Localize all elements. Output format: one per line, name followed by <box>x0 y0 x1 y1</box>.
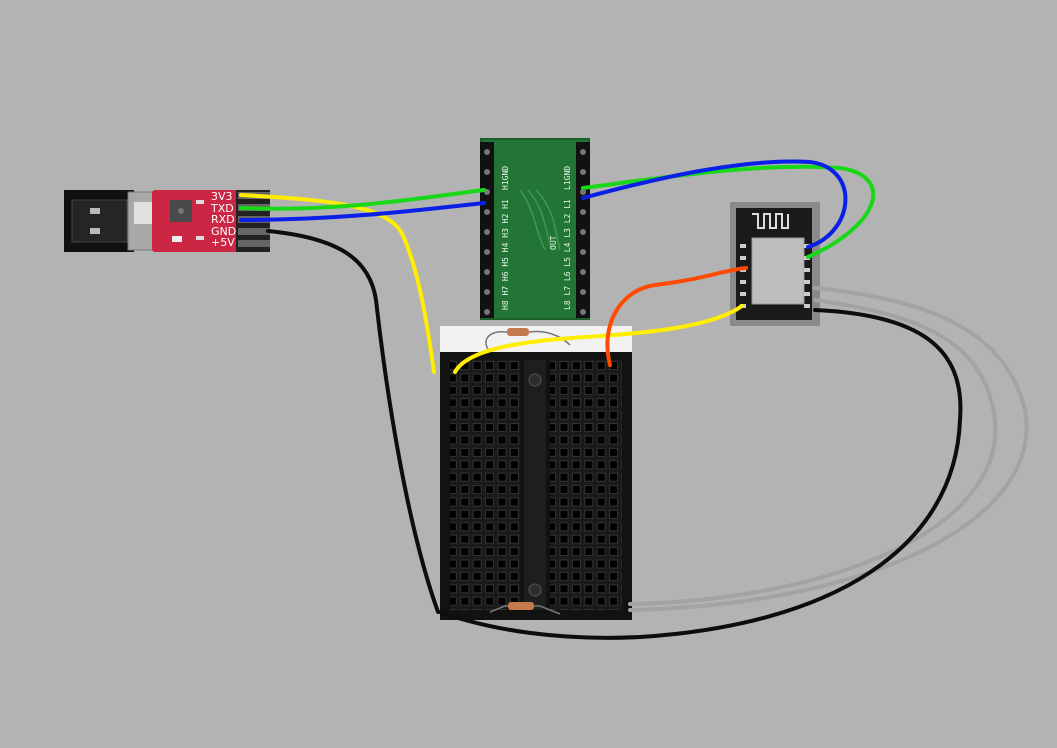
converter-out-label: OUT <box>549 235 558 250</box>
pin-label-txd: TXD <box>210 202 234 215</box>
pull-up-resistor-bottom <box>489 602 561 615</box>
wire-black-2 <box>438 308 963 640</box>
converter-left-pins <box>480 142 494 318</box>
converter-traces <box>519 189 561 251</box>
wifi-module <box>730 202 820 326</box>
usb-serial-adapter: 3V3 TXD RXD GND +5V <box>64 190 270 252</box>
wires <box>239 159 1029 640</box>
converter-right-labels: L8 L7 L6 L5 L4 L3 L2 L1 <box>563 199 572 310</box>
converter-left-labels: H8 H7 H6 H5 H4 H3 H2 H1 <box>501 199 510 310</box>
antenna-trace <box>752 213 789 229</box>
wire-black-1 <box>266 229 440 614</box>
pin-label-gnd: GND <box>211 225 236 238</box>
breadboard-right-holes <box>550 360 622 610</box>
breadboard-left-holes <box>450 360 520 610</box>
wire-yellow-2 <box>453 304 744 374</box>
wire-yellow-1 <box>239 193 436 374</box>
converter-left-gnd-label: H1GND <box>501 166 510 190</box>
converter-right-gnd-label: L1GND <box>563 166 572 190</box>
level-converter-board: H8 H7 H6 H5 H4 H3 H2 H1 H1GND L8 L7 L6 L… <box>480 138 590 320</box>
pin-label-3v3: 3V3 <box>211 190 233 203</box>
breadboard <box>440 326 632 620</box>
module-shield <box>751 237 805 305</box>
wire-gray-2 <box>628 298 998 606</box>
wire-red <box>605 266 748 367</box>
breadboard-center-channel <box>524 360 546 610</box>
pin-label-rxd: RXD <box>211 213 235 226</box>
pin-label-5v: +5V <box>211 236 235 249</box>
wire-gray-1 <box>628 286 1029 612</box>
converter-right-pins <box>576 142 590 318</box>
wire-blue <box>239 159 848 249</box>
